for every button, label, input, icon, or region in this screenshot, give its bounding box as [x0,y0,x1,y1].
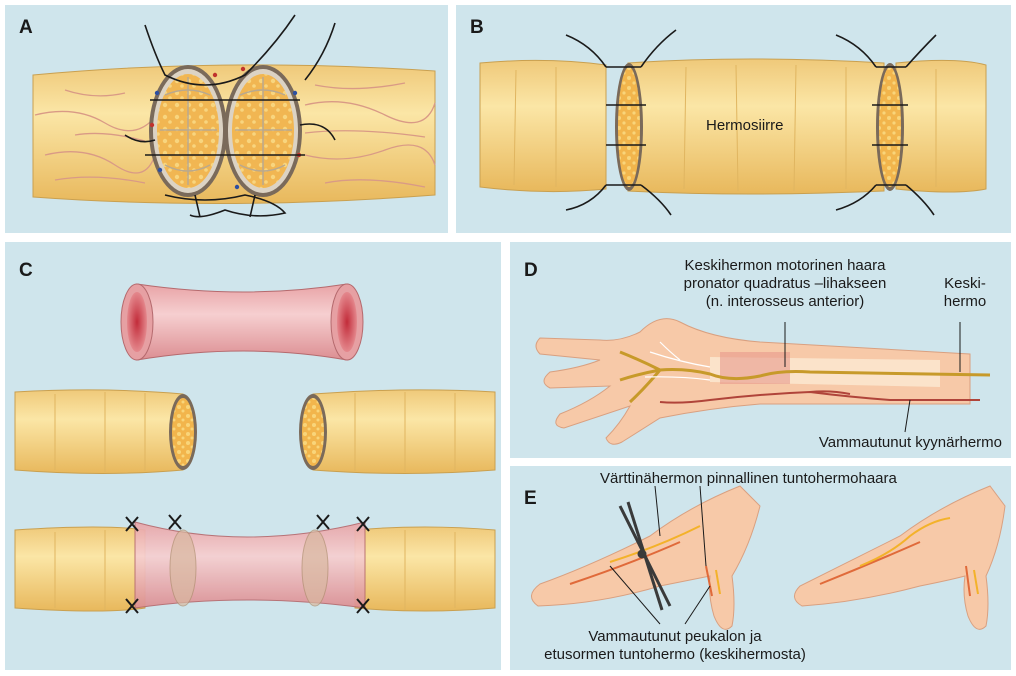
median-nerve-label-line1: Keski- [930,275,1000,292]
motor-branch-line3: (n. interosseus anterior) [645,293,925,310]
hand-right [794,486,1005,629]
hand-forearm [536,319,970,445]
panel-label: E [524,488,537,510]
graft-label: Hermosiirre [706,117,784,134]
injured-nerve-line1: Vammautunut peukalon ja [530,628,820,645]
conduit-repair [15,522,495,611]
panel-label: A [19,17,33,39]
coaptation-left [615,63,643,191]
nerve-right-segment [896,60,986,192]
injured-nerve-line2: etusormen tuntohermo (keskihermosta) [530,646,820,663]
motor-branch-line1: Keskihermon motorinen haara [645,257,925,274]
panel-e: E Värttinähermon pinnallinen tuntohermoh… [510,466,1011,670]
panel-d: D Keskihermon motorinen haara pronator q… [510,242,1011,458]
nerve-end-left [15,390,197,474]
panel-a: A [5,5,448,233]
radial-branch-label: Värttinähermon pinnallinen tuntohermohaa… [600,470,897,487]
panel-a-illustration [5,5,448,233]
panel-label: D [524,260,538,282]
nerve-conduit [121,284,363,360]
motor-branch-line2: pronator quadratus –lihakseen [645,275,925,292]
median-nerve-label-line2: hermo [930,293,1000,310]
panel-c-illustration [5,242,501,670]
nerve-left-segment [480,60,606,191]
panel-label: B [470,17,484,39]
panel-label: C [19,260,33,282]
panel-c: C [5,242,501,670]
nerve-end-right [299,390,495,474]
nerve-stump-right [224,65,302,197]
ulnar-nerve-label: Vammautunut kyynärhermo [750,434,1002,451]
coaptation-right [876,63,904,191]
panel-b: B Hermosiirre [456,5,1011,233]
